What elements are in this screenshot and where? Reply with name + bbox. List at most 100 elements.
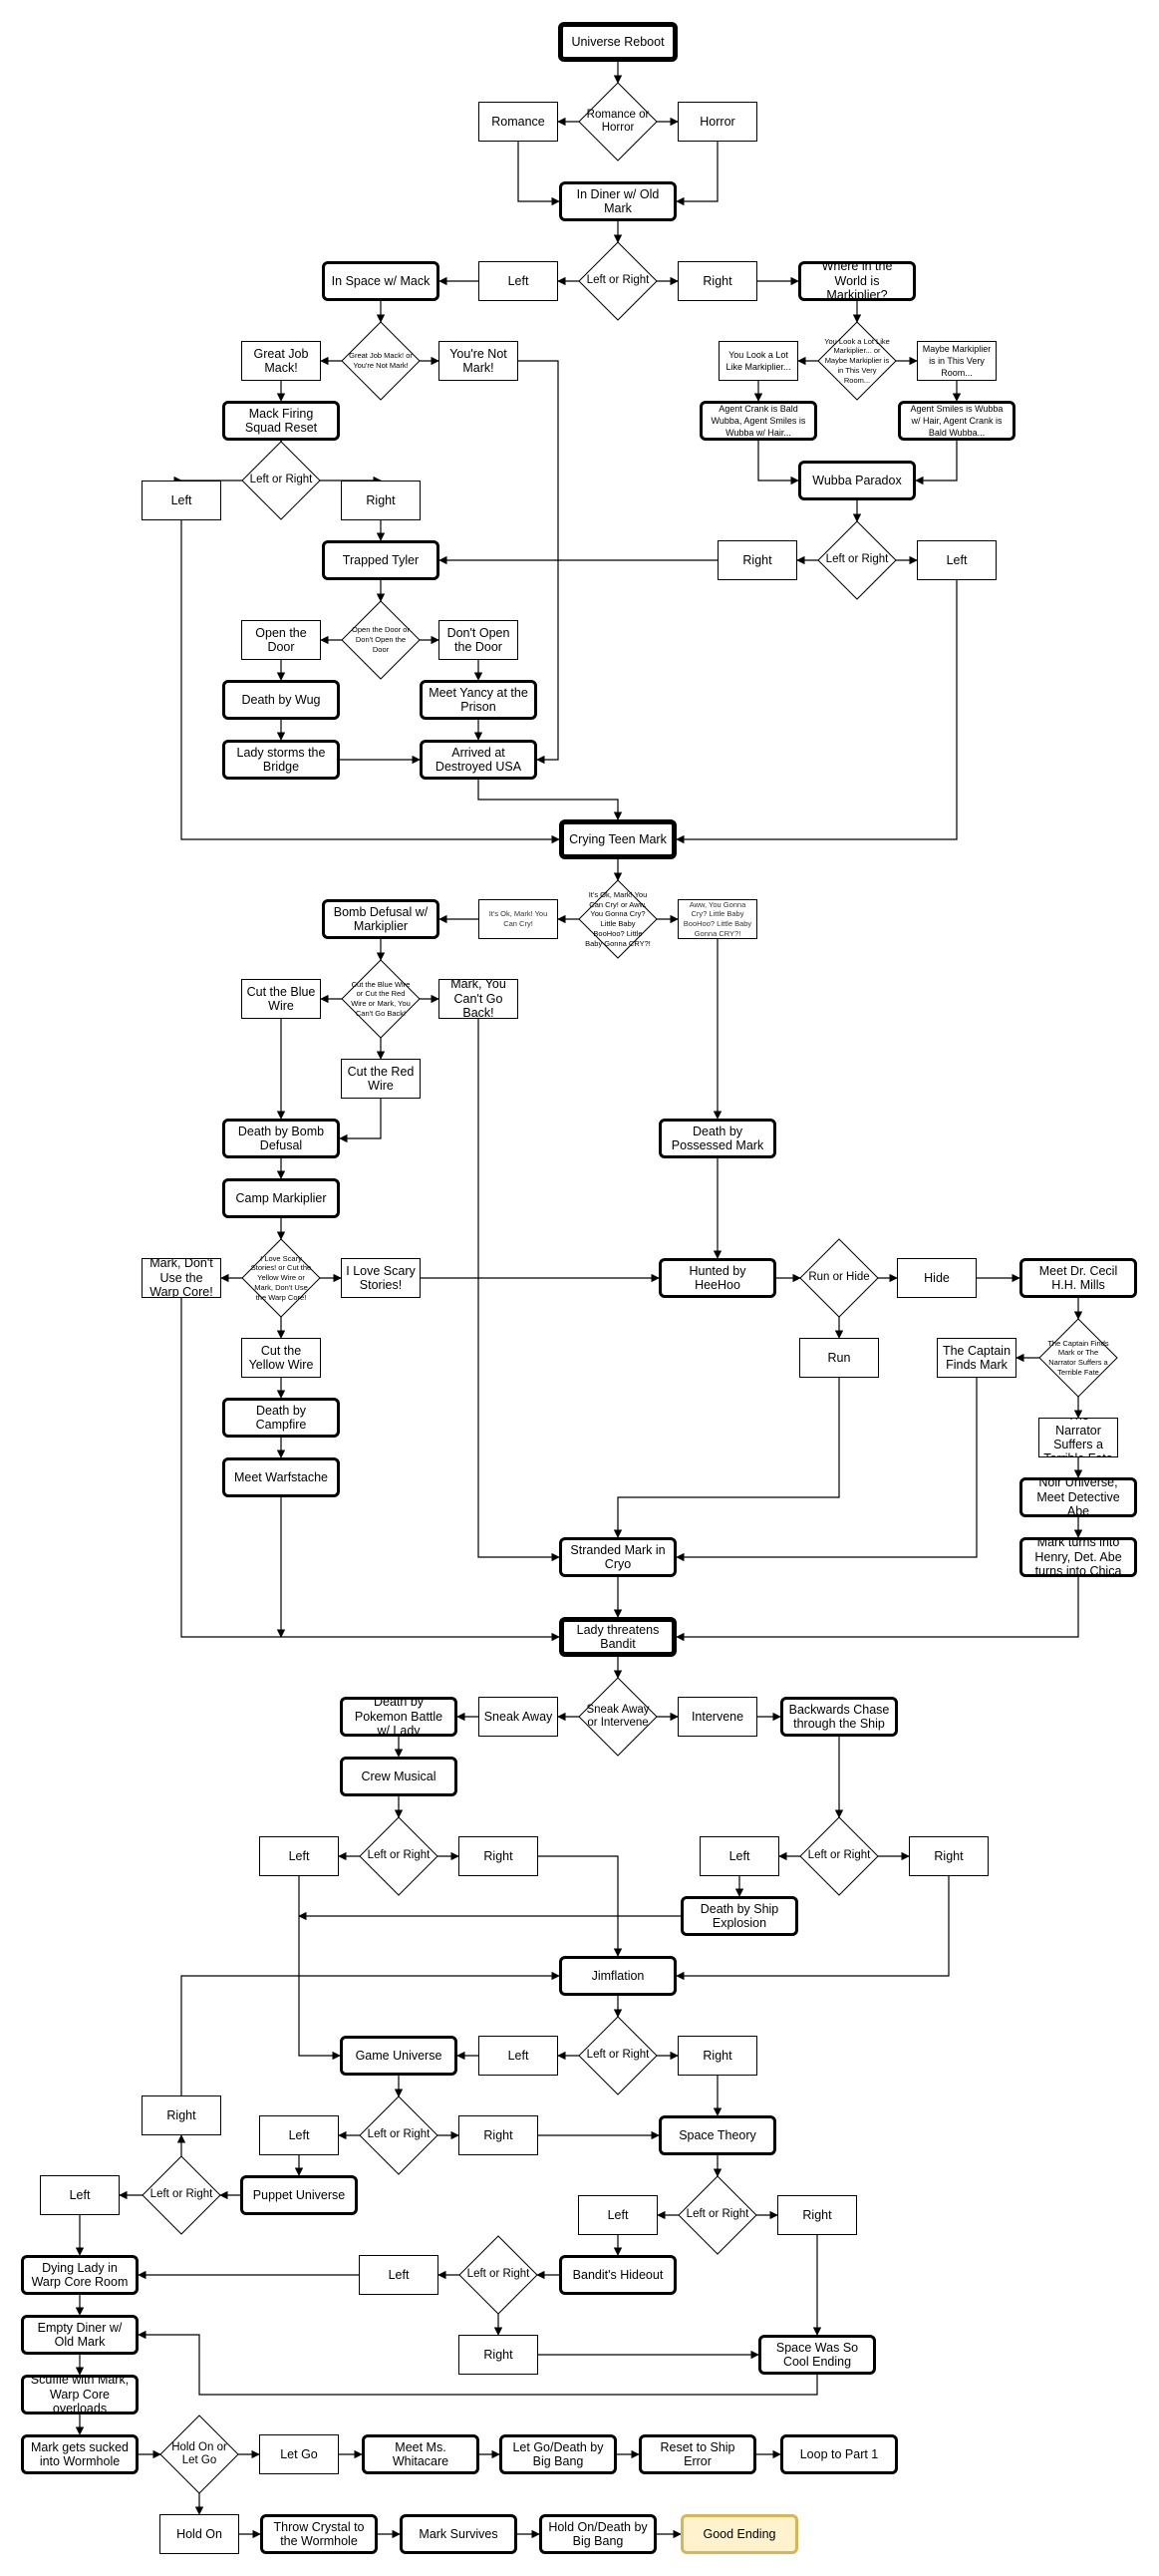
- connector-arrow: [676, 1876, 950, 1981]
- decision-diamond-shape: [817, 321, 897, 401]
- choice-node: Don't Open the Door: [438, 620, 518, 660]
- connector-arrow: [915, 441, 958, 485]
- scene-node: Reset to Ship Error: [639, 2434, 756, 2474]
- decision-node: Romance or Horror: [586, 108, 650, 134]
- choice-node: Right: [458, 1836, 538, 1876]
- choice-node: Intervene: [678, 1697, 757, 1737]
- choice-node: Great Job Mack!: [241, 341, 321, 381]
- decision-node: Left or Right: [586, 2049, 650, 2062]
- decision-node: Left or Right: [466, 2268, 530, 2281]
- scene-node: Death by Pokemon Battle w/ Lady: [340, 1697, 457, 1737]
- connector-arrow: [613, 1378, 840, 1538]
- choice-node: The Narrator Suffers a Terrible Fate: [1038, 1418, 1118, 1457]
- scene-node: In Space w/ Mack: [322, 261, 439, 301]
- connector-arrow: [180, 1971, 560, 2095]
- scene-node: Bandit's Hideout: [559, 2255, 677, 2295]
- connector-arrow: [180, 1298, 560, 1642]
- decision-node: Left or Right: [686, 2208, 749, 2221]
- choice-node: Right: [678, 2036, 757, 2076]
- scene-node: Meet Yancy at the Prison: [420, 680, 537, 720]
- decision-diamond-shape: [341, 321, 421, 401]
- connector-arrow: [676, 142, 719, 206]
- decision-node: Left or Right: [807, 1849, 871, 1862]
- choice-node: Cut the Blue Wire: [241, 979, 321, 1019]
- scene-node: Mark turns into Henry, Det. Abe turns in…: [1019, 1537, 1137, 1577]
- connector-arrow: [477, 780, 623, 820]
- choice-node: Aww, You Gonna Cry? Little Baby BooHoo? …: [678, 899, 757, 939]
- scene-node: Camp Markiplier: [222, 1178, 340, 1218]
- scene-node: Agent Smiles is Wubba w/ Hair, Agent Cra…: [898, 401, 1015, 441]
- choice-node: Left: [259, 2115, 339, 2155]
- scene-node: Hold On/Death by Big Bang: [539, 2514, 657, 2554]
- choice-node: Right: [718, 540, 797, 580]
- choice-node: You Look a Lot Like Markiplier...: [719, 341, 798, 381]
- decision-diamond-shape: [241, 441, 321, 520]
- decision-node: Left or Right: [367, 2128, 431, 2141]
- connector-arrow: [676, 580, 958, 844]
- decision-node: It's Ok, Mark! You Can Cry! or Aww, You …: [585, 889, 651, 948]
- scene-node: Game Universe: [340, 2036, 457, 2076]
- scene-node: Dying Lady in Warp Core Room: [21, 2255, 139, 2295]
- choice-node: Horror: [678, 102, 757, 142]
- connector-arrow: [538, 1855, 623, 1957]
- choice-node: Open the Door: [241, 620, 321, 660]
- decision-diamond-shape: [578, 879, 658, 959]
- scene-node: Meet Dr. Cecil H.H. Mills: [1019, 1258, 1137, 1298]
- decision-node: Left or Right: [586, 274, 650, 287]
- choice-node: Right: [341, 481, 421, 520]
- choice-node: Left: [259, 1836, 339, 1876]
- scene-node: Arrived at Destroyed USA: [420, 740, 537, 780]
- scene-node: Where in the World is Markiplier?: [798, 261, 916, 301]
- decision-diamond-shape: [578, 2016, 658, 2095]
- choice-node: Left: [917, 540, 997, 580]
- scene-node: Meet Ms. Whitacare: [362, 2434, 479, 2474]
- decision-node: Hold On or Let Go: [171, 2440, 227, 2466]
- choice-node: Right: [909, 1836, 989, 1876]
- scene-node: Death by Possessed Mark: [659, 1119, 776, 1158]
- scene-node: Mark gets sucked into Wormhole: [21, 2434, 139, 2474]
- scene-node: Death by Wug: [222, 680, 340, 720]
- scene-node: Stranded Mark in Cryo: [559, 1537, 677, 1577]
- choice-node: Mark, You Can't Go Back!: [438, 979, 518, 1019]
- decision-diamond-shape: [142, 2155, 221, 2235]
- connector-arrow: [477, 1019, 560, 1562]
- major-scene-node: Lady threatens Bandit: [559, 1617, 677, 1657]
- decision-node: Left or Right: [249, 474, 313, 486]
- major-scene-node: Universe Reboot: [558, 22, 678, 62]
- connector-arrow: [676, 1378, 978, 1562]
- scene-node: Lady storms the Bridge: [222, 740, 340, 780]
- scene-node: Backwards Chase through the Ship: [780, 1697, 898, 1737]
- choice-node: Cut the Red Wire: [341, 1059, 421, 1099]
- choice-node: Left: [40, 2175, 120, 2215]
- scene-node: Throw Crystal to the Wormhole: [260, 2514, 378, 2554]
- scene-node: Loop to Part 1: [780, 2434, 898, 2474]
- decision-diamond-shape: [578, 1677, 658, 1757]
- decision-diamond-shape: [578, 82, 658, 161]
- decision-diamond-shape: [678, 2175, 757, 2255]
- decision-node: Cut the Blue Wire or Cut the Red Wire or…: [351, 979, 411, 1018]
- scene-node: Empty Diner w/ Old Mark: [21, 2315, 139, 2355]
- scene-node: Space Theory: [659, 2115, 776, 2155]
- choice-node: Left: [700, 1836, 779, 1876]
- decision-node: The Captain Finds Mark or The Narrator S…: [1047, 1338, 1109, 1377]
- scene-node: Noir Universe, Meet Detective Abe: [1019, 1477, 1137, 1517]
- choice-node: Left: [142, 481, 221, 520]
- good-ending-node: Good Ending: [681, 2514, 798, 2554]
- decision-diamond-shape: [578, 241, 658, 321]
- decision-diamond-shape: [799, 1816, 879, 1896]
- choice-node: Hold On: [159, 2514, 239, 2554]
- choice-node: Run: [799, 1338, 879, 1378]
- scene-node: Death by Ship Explosion: [681, 1896, 798, 1936]
- scene-node: Jimflation: [559, 1956, 677, 1996]
- choice-node: Right: [458, 2115, 538, 2155]
- connector-arrow: [339, 1099, 382, 1143]
- connector-arrow: [757, 441, 799, 485]
- connector-arrow: [138, 2330, 818, 2396]
- scene-node: Bomb Defusal w/ Markiplier: [322, 899, 439, 939]
- choice-node: Maybe Markiplier is in This Very Room...: [917, 341, 997, 381]
- scene-node: Puppet Universe: [240, 2175, 358, 2215]
- decision-node: You Look a Lot Like Markiplier... or May…: [824, 336, 890, 385]
- scene-node: Space Was So Cool Ending: [758, 2335, 876, 2375]
- decision-diamond-shape: [359, 1816, 438, 1896]
